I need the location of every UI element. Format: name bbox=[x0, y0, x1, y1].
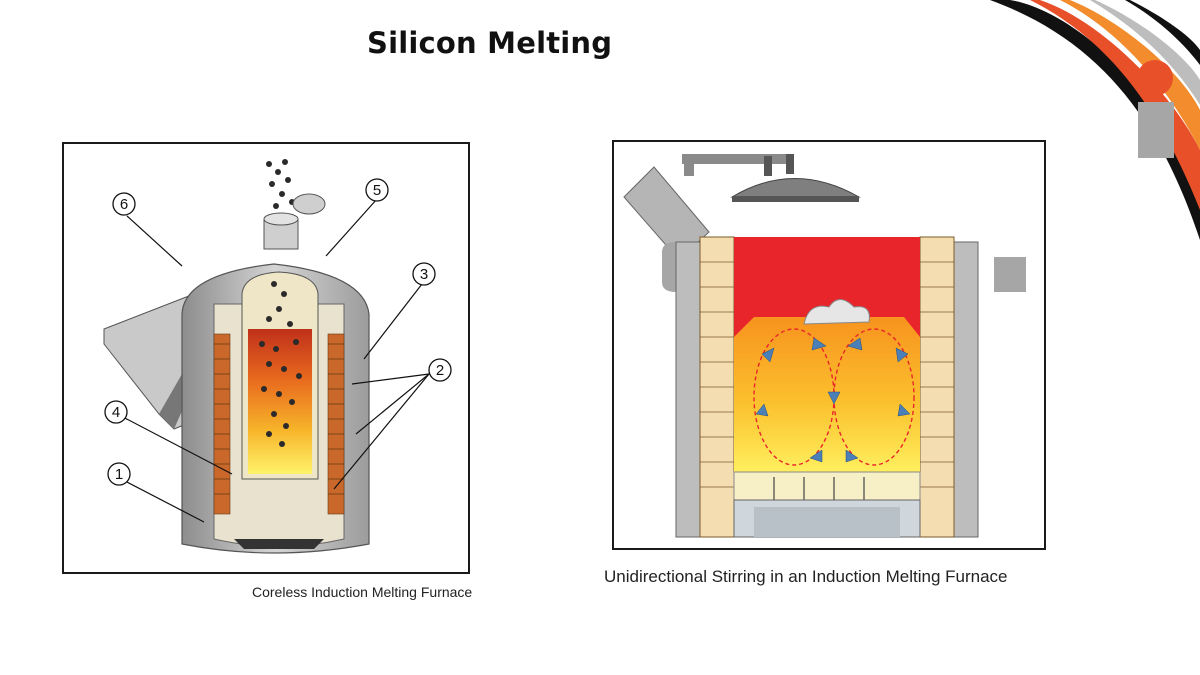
stirring-furnace-figure bbox=[612, 140, 1046, 550]
melt-pool bbox=[734, 317, 920, 472]
logo-stem bbox=[1138, 102, 1174, 158]
brand-logo bbox=[990, 0, 1200, 240]
svg-text:4: 4 bbox=[112, 404, 120, 421]
svg-text:1: 1 bbox=[115, 466, 123, 483]
callout-5: 5 bbox=[365, 178, 389, 202]
svg-text:2: 2 bbox=[436, 362, 444, 379]
stir-loop-right bbox=[833, 328, 915, 466]
left-figure-caption: Coreless Induction Melting Furnace bbox=[252, 584, 473, 600]
callout-1: 1 bbox=[107, 462, 131, 486]
slide-title: Silicon Melting bbox=[367, 26, 613, 60]
svg-text:6: 6 bbox=[120, 196, 128, 213]
callout-2: 2 bbox=[428, 358, 452, 382]
callout-3: 3 bbox=[412, 262, 436, 286]
coreless-furnace-figure: 6 5 3 2 4 1 bbox=[62, 142, 470, 574]
svg-text:3: 3 bbox=[420, 266, 428, 283]
svg-text:5: 5 bbox=[373, 182, 381, 199]
coreless-furnace-diagram: 6 5 3 2 4 1 bbox=[103, 159, 452, 554]
stir-arrows bbox=[755, 337, 911, 463]
right-figure-caption: Unidirectional Stirring in an Induction … bbox=[604, 567, 1008, 586]
callout-4: 4 bbox=[104, 400, 128, 424]
callout-6: 6 bbox=[112, 192, 136, 216]
logo-dot bbox=[1137, 60, 1173, 96]
stirring-furnace-diagram bbox=[623, 154, 1026, 538]
